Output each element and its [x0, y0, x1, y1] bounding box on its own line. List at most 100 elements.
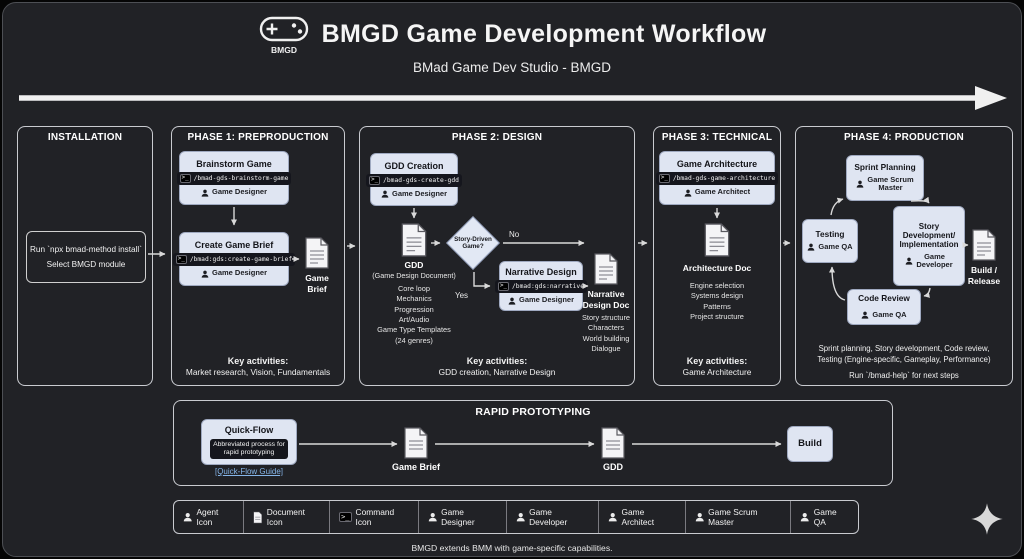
- create-brief-command-chip: >_ /bmad:gds:create-game-brief: [172, 253, 296, 267]
- create-brief-agent-label: Game Designer: [211, 268, 268, 278]
- review-agent: Game QA: [861, 310, 907, 320]
- phase2-key-activities: Key activities: GDD creation, Narrative …: [364, 355, 630, 378]
- rapid-build-label: Build: [798, 437, 822, 449]
- story-agent: Game Developer: [905, 252, 953, 270]
- testing-node: Testing Game QA: [802, 219, 858, 263]
- code-review-title: Code Review: [858, 293, 910, 304]
- rapid-game-brief-doc-icon: [404, 427, 428, 459]
- phase4-box: PHASE 4: PRODUCTION: [795, 126, 1013, 386]
- architecture-agent: Game Architect: [684, 188, 750, 197]
- narrative-agent: Game Designer: [508, 296, 574, 305]
- sprint-planning-node: Sprint Planning Game Scrum Master: [846, 155, 924, 201]
- brainstorm-game-node: Brainstorm Game >_ /bmad-gds-brainstorm-…: [176, 151, 292, 205]
- legend: Agent Icon Document Icon >_ Command Icon…: [173, 500, 859, 534]
- rapid-prototyping-box: RAPID PROTOTYPING: [173, 400, 893, 486]
- brainstorm-agent-label: Game Designer: [211, 187, 268, 197]
- phase2-box: PHASE 2: DESIGN Key activities: GDD crea…: [359, 126, 635, 386]
- phase2-title: PHASE 2: DESIGN: [451, 132, 543, 143]
- legend-item-game-qa: Game QA: [790, 501, 858, 533]
- agent-icon: [808, 243, 815, 251]
- architecture-command-chip: >_ /bmad-gds-game-architecture: [655, 172, 779, 186]
- phase2-key-label: Key activities:: [466, 355, 528, 366]
- game-architecture-title: Game Architecture: [676, 159, 758, 170]
- architecture-doc-icon: [704, 223, 730, 257]
- quick-flow-node: Quick-Flow Abbreviated process for rapid…: [201, 419, 297, 465]
- brainstorm-game-title: Brainstorm Game: [196, 159, 272, 170]
- game-brief-doc-label: Game Brief: [305, 273, 329, 294]
- gdd-creation-agent-label: Game Designer: [391, 188, 448, 198]
- agent-icon: [862, 312, 869, 320]
- timeline-arrow-head: [975, 86, 1007, 110]
- build-release-doc-icon: [972, 229, 996, 261]
- build-release-label: Build / Release: [967, 265, 1001, 286]
- legend-label-agent: Agent Icon: [196, 507, 219, 527]
- narrative-doc-items: Story structure Characters World buildin…: [581, 313, 631, 354]
- legend-item-game-architect: Game Architect: [598, 501, 685, 533]
- game-brief-document-icon: [305, 237, 329, 269]
- command-icon: >_: [175, 255, 187, 265]
- phase1-key-label: Key activities:: [227, 355, 289, 366]
- legend-item-game-scrum-master: Game Scrum Master: [684, 501, 791, 533]
- gdd-creation-command-text: /bmad-gds-create-gdd: [383, 176, 459, 184]
- agent-icon: [905, 257, 913, 265]
- command-icon: >_: [658, 174, 670, 184]
- quick-flow-description: Abbreviated process for rapid prototypin…: [210, 438, 288, 459]
- legend-label-game-qa: Game QA: [813, 507, 837, 527]
- phase3-title: PHASE 3: TECHNICAL: [661, 132, 773, 143]
- phase4-summary: Sprint planning, Story development, Code…: [799, 343, 1009, 381]
- phase3-key-activities: Key activities: Game Architecture: [658, 355, 776, 378]
- phase1-title: PHASE 1: PREPRODUCTION: [187, 132, 329, 143]
- agent-icon: [201, 189, 209, 197]
- code-review-node: Code Review Game QA: [847, 289, 921, 325]
- document-icon: [253, 511, 263, 523]
- sprint-agent-label: Game Scrum Master: [867, 174, 914, 193]
- create-brief-command-text: /bmad:gds:create-game-brief: [189, 256, 293, 264]
- phase1-box: PHASE 1: PREPRODUCTION Key activities: M…: [171, 126, 345, 386]
- decision-no-label: No: [509, 230, 520, 239]
- game-architect-icon: [608, 513, 617, 522]
- page-title: BMGD Game Development Workflow: [321, 19, 767, 48]
- decision-label: Story-Driven Game?: [454, 236, 492, 250]
- game-developer-icon: [516, 513, 525, 522]
- agent-icon: [684, 189, 692, 197]
- testing-title: Testing: [815, 229, 845, 240]
- gdd-creation-title: GDD Creation: [384, 160, 444, 171]
- rapid-gdd-doc-icon: [601, 427, 625, 459]
- phase4-summary-line3: Run `/bmad-help` for next steps: [849, 370, 959, 380]
- command-icon: >_: [369, 175, 381, 185]
- gdd-creation-command-chip: >_ /bmad-gds-create-gdd: [366, 173, 462, 187]
- legend-label-document: Document Icon: [266, 507, 305, 527]
- architecture-agent-label: Game Architect: [694, 187, 751, 197]
- decision-yes-label: Yes: [455, 291, 469, 300]
- agent-icon: [183, 513, 192, 522]
- sprint-planning-title: Sprint Planning: [854, 162, 916, 173]
- gdd-doc-subtitle: (Game Design Document): [372, 271, 456, 280]
- phase2-key-text: GDD creation, Narrative Design: [438, 366, 556, 377]
- review-agent-label: Game QA: [872, 310, 907, 320]
- phase3-key-label: Key activities:: [686, 355, 748, 366]
- architecture-doc-items: Engine selection Systems design Patterns…: [689, 281, 745, 322]
- installation-step-1: Run `npx bmad-method install`: [30, 245, 142, 254]
- installation-step-2: Select BMGD module: [46, 260, 126, 269]
- phase4-title: PHASE 4: PRODUCTION: [844, 132, 964, 143]
- rapid-game-brief-label: Game Brief: [391, 462, 441, 472]
- gdd-document-icon: [401, 223, 427, 257]
- footer-caption: BMGD extends BMM with game-specific capa…: [411, 543, 613, 553]
- phase4-summary-line2: Testing (Engine-specific, Gameplay, Perf…: [817, 355, 991, 365]
- installation-box: INSTALLATION Run `npx bmad-method instal…: [17, 126, 153, 386]
- phase1-key-activities: Key activities: Market research, Vision,…: [176, 355, 340, 378]
- brainstorm-command-text: /bmad-gds-brainstorm-game: [193, 175, 289, 183]
- narrative-design-node: Narrative Design >_ /bmad:gds:narrative …: [495, 261, 588, 311]
- installation-title: INSTALLATION: [47, 132, 123, 143]
- command-icon: >_: [179, 174, 191, 184]
- phase3-key-text: Game Architecture: [682, 366, 752, 377]
- command-icon: >_: [339, 512, 352, 522]
- legend-label-game-architect: Game Architect: [621, 507, 655, 527]
- narrative-design-title: Narrative Design: [505, 267, 577, 278]
- create-game-brief-node: Create Game Brief >_ /bmad:gds:create-ga…: [172, 232, 296, 286]
- create-brief-agent: Game Designer: [201, 269, 267, 278]
- narrative-agent-label: Game Designer: [518, 295, 575, 305]
- quick-flow-guide-link[interactable]: [Quick-Flow Guide]: [214, 467, 284, 476]
- gamepad-logo-icon: BMGD: [259, 16, 308, 55]
- agent-icon: [201, 270, 209, 278]
